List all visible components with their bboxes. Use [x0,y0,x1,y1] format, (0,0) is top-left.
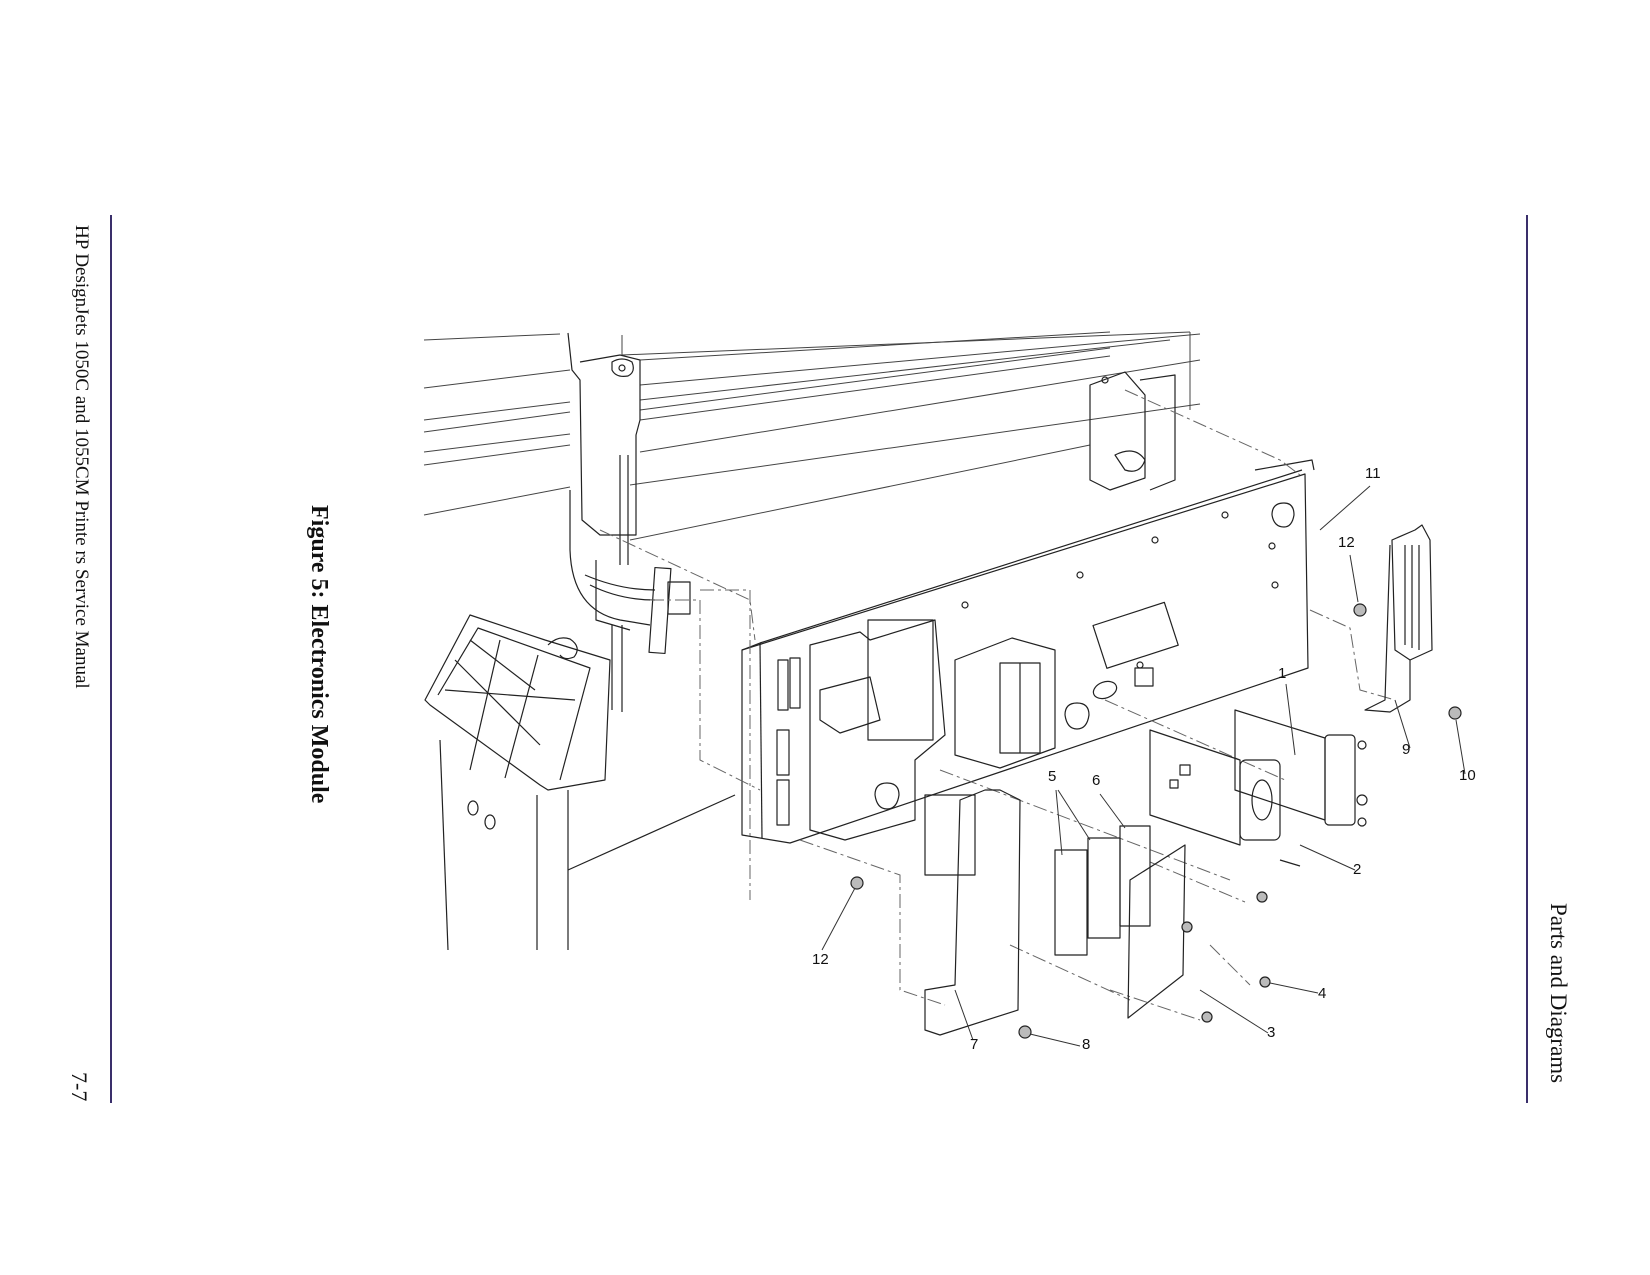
left-margin-rule [110,215,112,1103]
callout-11: 11 [1365,465,1381,482]
callout-7: 7 [970,1036,979,1053]
callout-3: 3 [1267,1024,1276,1041]
rear-mounting-bracket [1089,371,1176,491]
ribbon-connector [584,566,691,655]
stand-foot-cage [424,614,736,951]
part-7-side-cover [924,789,1021,1036]
printer-body-rails [423,331,1201,541]
callout-8: 8 [1082,1036,1091,1053]
screws [850,603,1462,1039]
callout-5: 5 [1048,768,1057,785]
part-1-2-interface-cards [1149,709,1368,867]
callout-12-left: 12 [812,951,829,968]
callout-6: 6 [1092,772,1101,789]
electronics-enclosure [741,459,1315,844]
callout-10: 10 [1459,767,1476,784]
callout-1: 1 [1278,665,1287,682]
left-side-bracket [567,332,651,712]
part-3-cover-plate [1127,844,1186,1019]
callout-leaders [821,485,1466,1047]
right-margin-rule [1526,215,1528,1103]
callout-2: 2 [1353,861,1362,878]
callout-4: 4 [1318,985,1327,1002]
callout-9: 9 [1402,741,1411,758]
part-5-6-small-boards [1054,825,1151,956]
callout-12-right: 12 [1338,534,1355,551]
assembly-guide-lines [599,389,1396,1021]
part-9-side-bracket [1364,524,1433,713]
